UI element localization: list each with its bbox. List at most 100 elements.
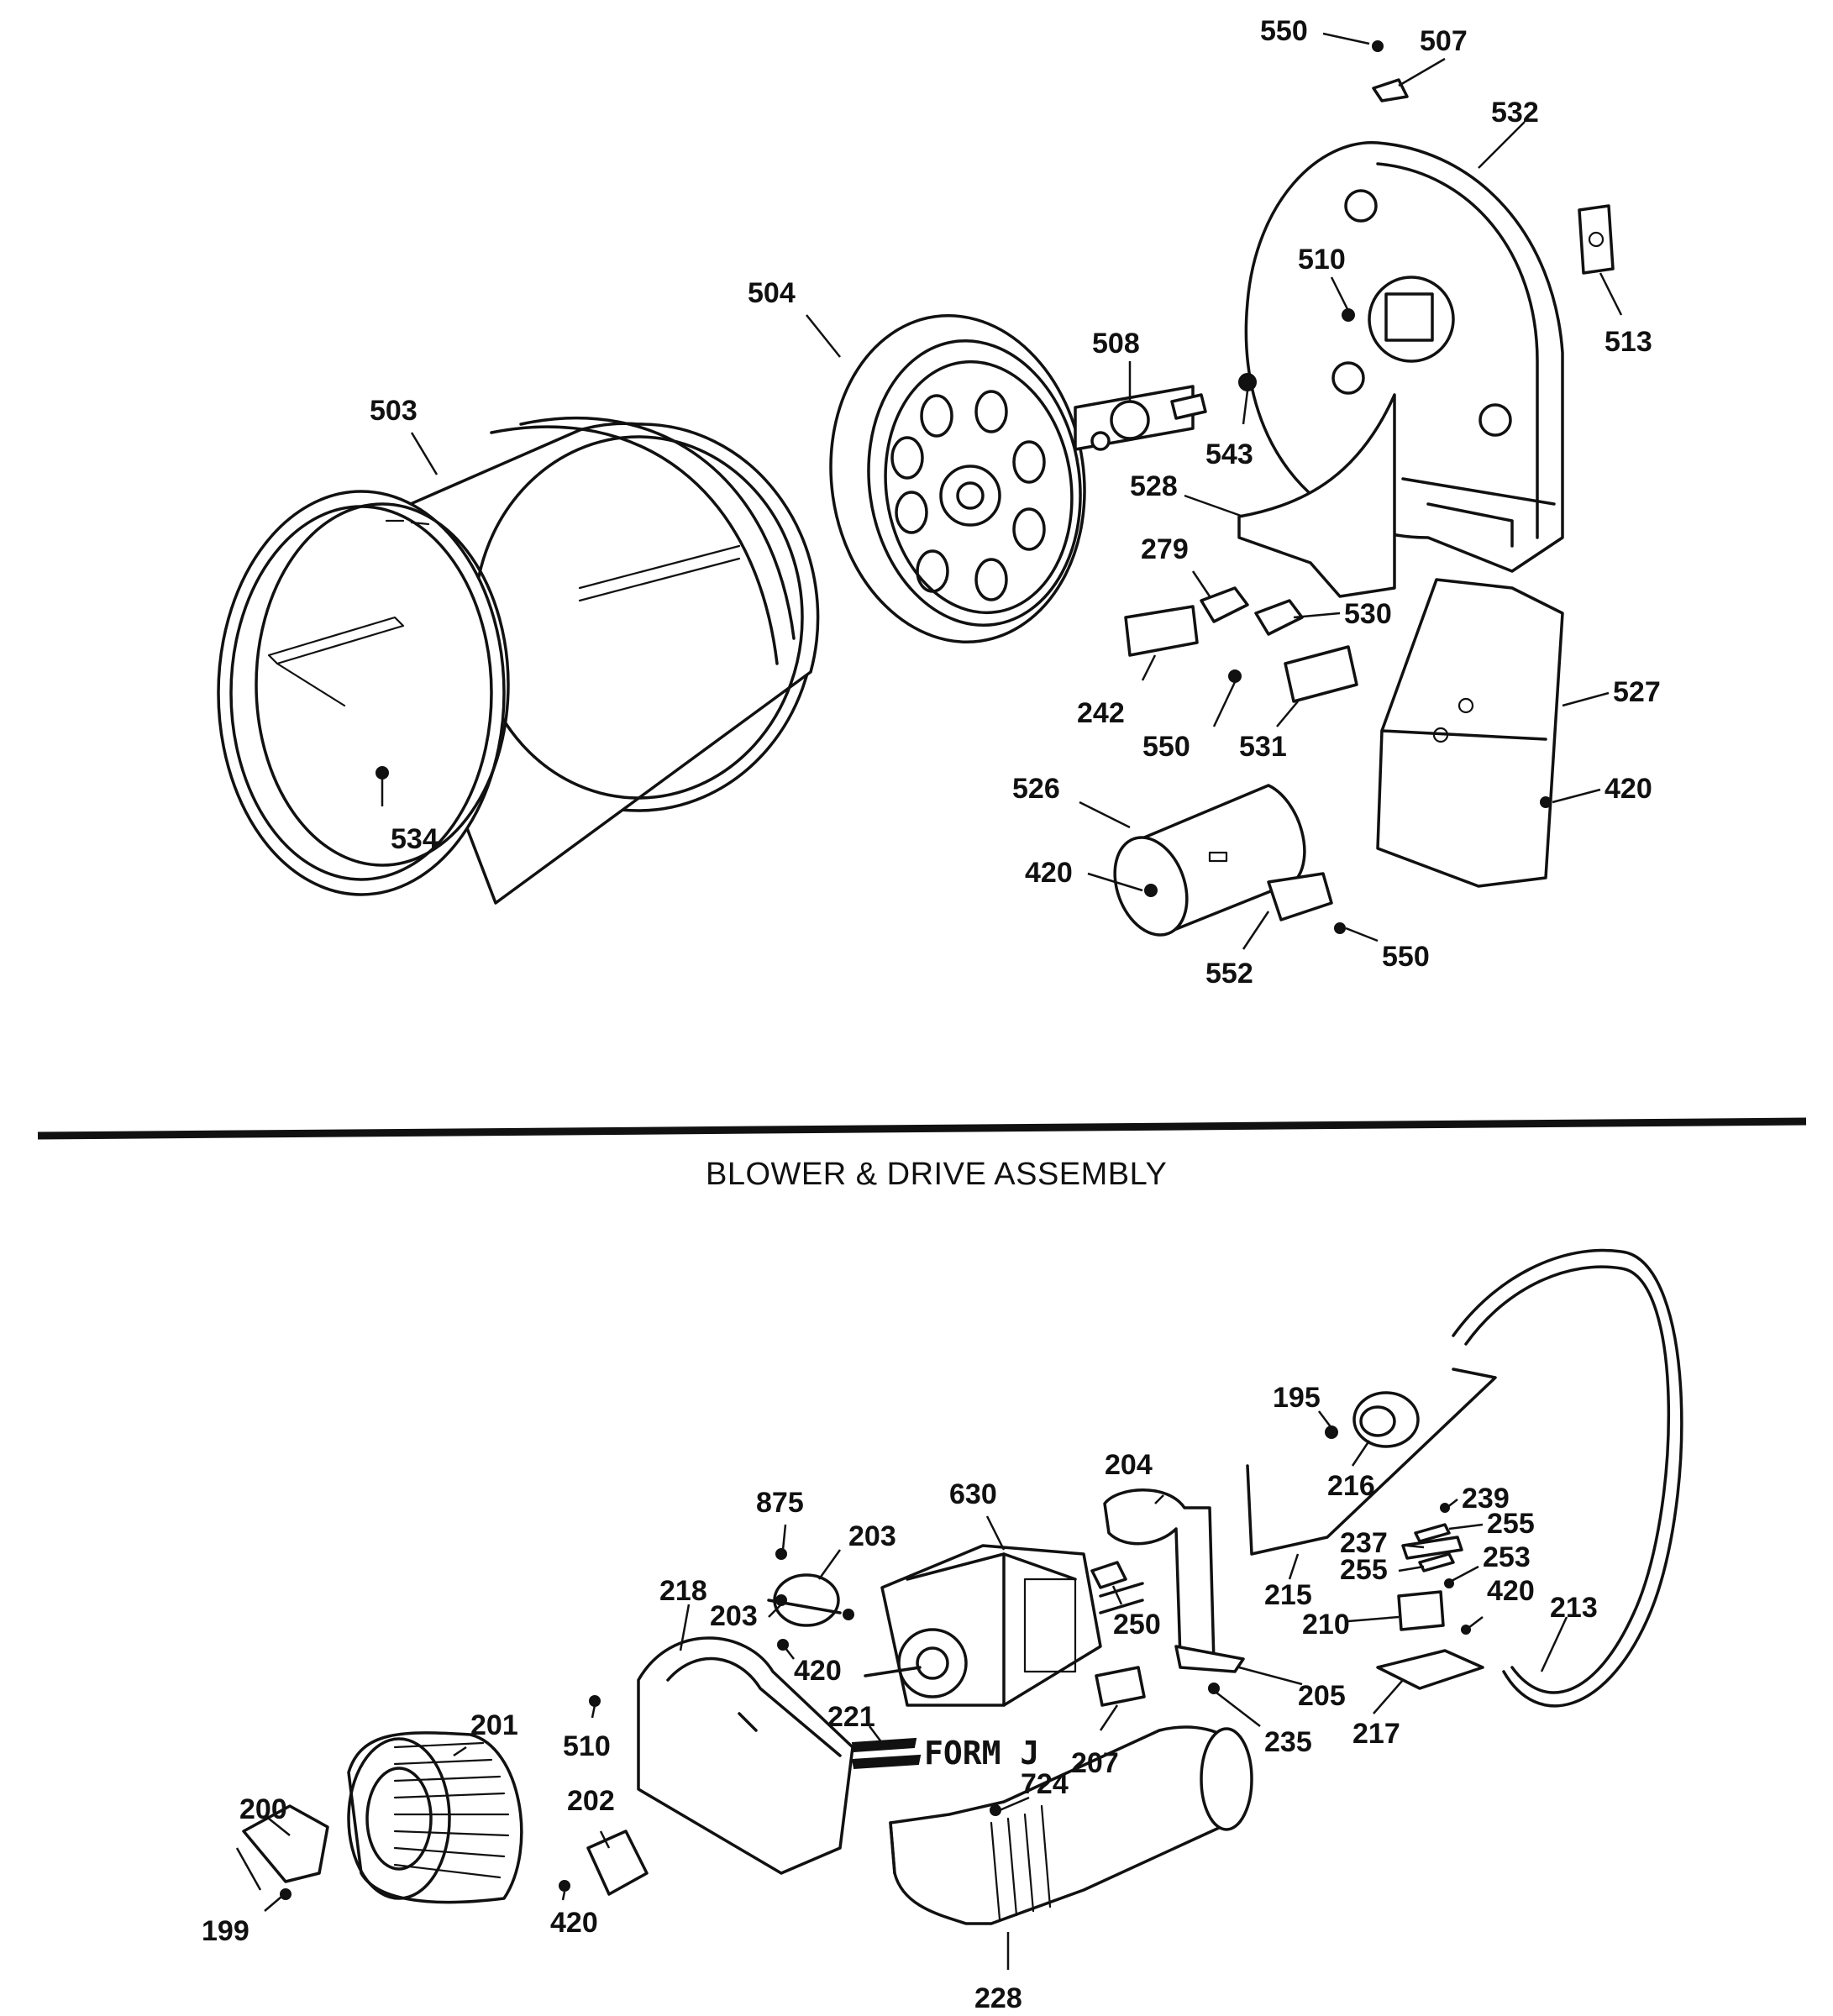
bracket-part-210: [1397, 1590, 1445, 1631]
heater-duct-part-527: [1376, 578, 1564, 888]
screw-part-534: [376, 766, 389, 780]
screw-part-420-right: [1540, 796, 1552, 808]
section-divider: [37, 1117, 1807, 1140]
label-503: 503: [370, 395, 418, 427]
label-528: 528: [1130, 470, 1178, 502]
bottom-leaders: [235, 1410, 1568, 1970]
blower-wheel-part-201: [347, 1731, 523, 1904]
label-242: 242: [1077, 697, 1125, 729]
label-513: 513: [1605, 326, 1652, 358]
screw-part-420-motor: [777, 1639, 789, 1651]
screw-part-199: [280, 1888, 291, 1900]
support-part-528: [1237, 393, 1396, 598]
spacer-part-255-b: [1418, 1552, 1455, 1572]
bracket-part-217: [1376, 1649, 1484, 1690]
blower-housing-part-218: [637, 1636, 854, 1875]
rear-panel-part-532: [1244, 141, 1564, 573]
label-215: 215: [1264, 1579, 1312, 1611]
label-550-a: 550: [1260, 15, 1308, 47]
motor-part-630: [864, 1544, 1144, 1707]
label-199: 199: [202, 1915, 249, 1947]
label-420-b: 420: [1025, 857, 1073, 889]
switch-part-207: [1095, 1666, 1146, 1707]
label-510-top: 510: [1298, 244, 1346, 276]
screw-part-420-idler: [1461, 1625, 1471, 1635]
drum-assembly: 550 507 532 510 513 504 508 543 503 528 …: [217, 15, 1661, 990]
label-507: 507: [1420, 25, 1468, 57]
label-217: 217: [1352, 1718, 1400, 1750]
label-420-d: 420: [794, 1655, 842, 1687]
label-508: 508: [1092, 328, 1140, 360]
label-543: 543: [1205, 438, 1253, 470]
rear-wheel-part-504: [829, 314, 1086, 643]
label-253: 253: [1483, 1541, 1531, 1573]
label-237: 237: [1340, 1527, 1388, 1559]
label-218: 218: [659, 1575, 707, 1607]
top-leaders: [381, 32, 1623, 950]
label-532: 532: [1491, 97, 1539, 129]
screw-part-550-top: [1372, 40, 1384, 52]
label-221: 221: [827, 1701, 875, 1733]
label-201: 201: [470, 1709, 518, 1741]
label-420-c: 420: [1487, 1575, 1535, 1607]
duct-part-228: [889, 1725, 1253, 1925]
label-531: 531: [1239, 731, 1287, 763]
label-504: 504: [748, 277, 796, 309]
screw-part-550-low: [1334, 922, 1346, 934]
label-200: 200: [239, 1793, 287, 1825]
spacer-part-255-a: [1414, 1523, 1451, 1543]
label-875: 875: [756, 1487, 804, 1519]
label-724: 724: [1021, 1768, 1069, 1800]
label-420-a: 420: [1605, 773, 1652, 805]
lever-part-215: [1246, 1368, 1497, 1556]
label-527: 527: [1613, 676, 1661, 708]
drum-part-503: [217, 416, 820, 905]
label-255-a: 255: [1487, 1508, 1535, 1540]
motor-mount-part-204: [1103, 1488, 1216, 1665]
pulley-part-216: [1352, 1391, 1420, 1448]
washer-part-195: [1325, 1425, 1338, 1439]
label-250: 250: [1113, 1609, 1161, 1641]
section-title: BLOWER & DRIVE ASSEMBLY: [706, 1157, 1167, 1192]
label-550-c: 550: [1382, 941, 1430, 973]
screw-part-510-bottom: [589, 1695, 601, 1707]
label-235: 235: [1264, 1726, 1312, 1758]
screw-part-510-top: [1342, 308, 1355, 322]
label-239: 239: [1462, 1483, 1510, 1515]
label-534: 534: [391, 823, 439, 855]
screw-part-235: [1208, 1683, 1220, 1694]
label-part-242: [1124, 605, 1199, 657]
label-207: 207: [1071, 1747, 1119, 1779]
label-279: 279: [1141, 533, 1189, 565]
screw-part-239: [1440, 1503, 1450, 1513]
switch-part-552: [1267, 872, 1333, 921]
coupling-part-250: [1090, 1561, 1127, 1589]
label-202: 202: [567, 1785, 615, 1817]
screw-part-550-mid: [1228, 669, 1242, 683]
thermostat-part-279: [1200, 586, 1249, 623]
strip-part-221: [851, 1737, 917, 1753]
label-550-b: 550: [1142, 731, 1190, 763]
label-420-e: 420: [550, 1907, 598, 1939]
label-210: 210: [1302, 1609, 1350, 1641]
bottom-part-labels: 195 216 239 255 237 255 253 420 213 204 …: [202, 1382, 1598, 2014]
idler-arm-part-237: [1401, 1536, 1463, 1560]
ring-part-253: [1444, 1578, 1454, 1588]
label-552: 552: [1205, 958, 1253, 990]
bracket-part-513: [1578, 204, 1615, 275]
bracket-part-205: [1174, 1645, 1245, 1673]
label-510-bottom: 510: [563, 1730, 611, 1762]
label-203-b: 203: [710, 1600, 758, 1632]
screw-part-724: [990, 1804, 1001, 1816]
bracket-part-200: [242, 1804, 329, 1883]
label-204: 204: [1105, 1449, 1153, 1481]
blower-drive-assembly: 195 216 239 255 237 255 253 420 213 204 …: [202, 1248, 1683, 2014]
label-216: 216: [1327, 1470, 1375, 1502]
bolt-part-543: [1238, 373, 1257, 391]
label-228: 228: [974, 1982, 1022, 2014]
clamp-part-203: [767, 1573, 854, 1627]
label-530: 530: [1344, 598, 1392, 630]
label-195: 195: [1273, 1382, 1321, 1414]
form-label: FORM J: [924, 1735, 1039, 1772]
